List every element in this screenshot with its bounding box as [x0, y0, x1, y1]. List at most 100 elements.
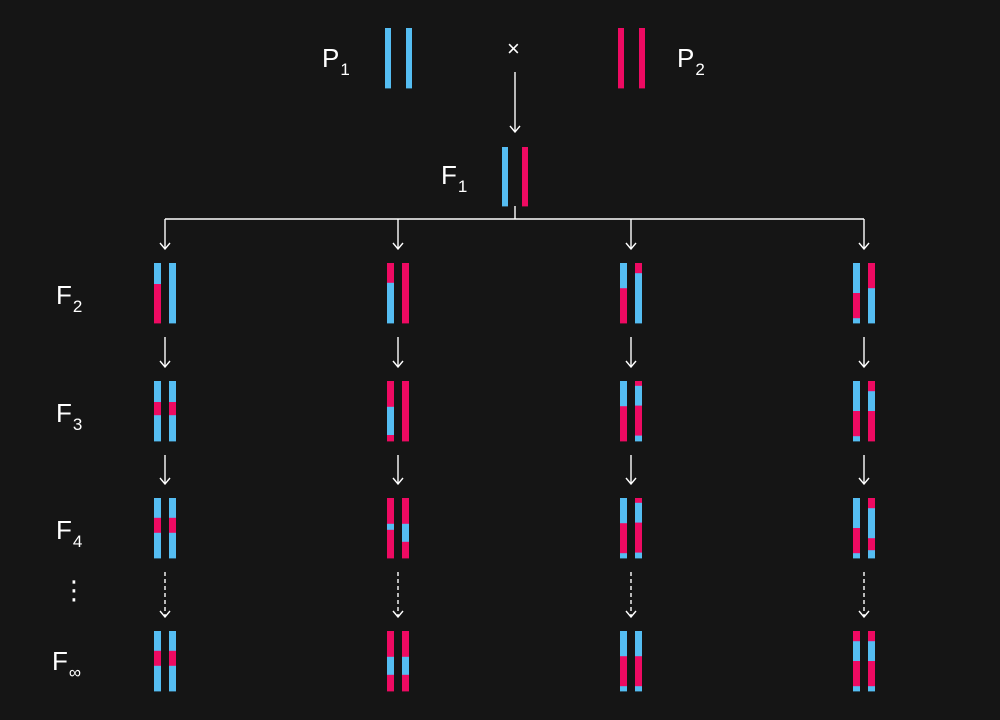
f4-col1-chromosome-left-seg-1	[154, 517, 161, 534]
finf-col3-chromosome-right-seg-1	[635, 656, 642, 687]
label-f4-sub: 4	[72, 532, 83, 551]
finf-col3-chromosome-right-seg-0	[635, 631, 642, 657]
finf-col2-chromosome-right-seg-0	[402, 631, 409, 658]
f3-col2-chromosome-right-seg-0	[402, 381, 409, 442]
label-p2-sub: 2	[695, 60, 705, 79]
finf-col4-chromosome-left-seg-2	[853, 661, 860, 687]
f3-col1-chromosome-left-seg-1	[154, 402, 161, 416]
cross-symbol: ×	[507, 36, 520, 61]
p1-chromosome-left-seg-0	[385, 28, 391, 89]
f2-col2-chromosome-left-seg-1	[387, 282, 394, 324]
f3-col2-chromosome-left-seg-0	[387, 381, 394, 408]
f1-chromosome-right-seg-0	[522, 147, 528, 207]
label-f3-sub: 3	[72, 415, 83, 434]
f4-col4-chromosome-right-seg-2	[868, 538, 875, 551]
f2-col3-chromosome-right-seg-0	[635, 263, 642, 274]
finf-col4-chromosome-left-seg-1	[853, 641, 860, 662]
finf-col1-chromosome-right-seg-2	[169, 665, 176, 692]
f3-col2-chromosome-left-seg-2	[387, 435, 394, 442]
label-f3: F3	[56, 398, 83, 434]
label-f2-sub: 2	[72, 297, 83, 316]
label-finf-sub: ∞	[68, 663, 82, 682]
f3-col4-chromosome-right-seg-1	[868, 391, 875, 412]
f4-col3-chromosome-right-seg-2	[635, 522, 642, 553]
finf-col1-chromosome-left-seg-0	[154, 631, 161, 652]
finf-col2-chromosome-left-seg-1	[387, 656, 394, 676]
f4-col4-chromosome-left-seg-2	[853, 553, 860, 559]
label-f1-sub: 1	[457, 177, 468, 196]
f2-col4-chromosome-left-seg-1	[853, 293, 860, 319]
f4-col4-chromosome-left-seg-1	[853, 528, 860, 554]
f4-col1-chromosome-left-seg-2	[154, 532, 161, 559]
f2-col4-chromosome-left-seg-0	[853, 263, 860, 294]
f2-col3-chromosome-left-seg-0	[620, 263, 627, 289]
label-f2: F2	[56, 280, 83, 316]
f2-col3-chromosome-right-seg-1	[635, 273, 642, 324]
finf-col1-chromosome-left-seg-1	[154, 650, 161, 667]
finf-col3-chromosome-left-seg-1	[620, 656, 627, 687]
f4-col3-chromosome-right-seg-3	[635, 552, 642, 559]
finf-col1-chromosome-left-seg-2	[154, 665, 161, 692]
f4-col4-chromosome-left-seg-0	[853, 498, 860, 529]
f4-col1-chromosome-right-seg-0	[169, 498, 176, 519]
f4-col3-chromosome-left-seg-0	[620, 498, 627, 524]
label-f1: F1	[441, 160, 468, 196]
f3-col1-chromosome-left-seg-2	[154, 415, 161, 442]
f4-col2-chromosome-right-seg-0	[402, 498, 409, 525]
finf-col3-chromosome-right-seg-2	[635, 686, 642, 692]
f2-col4-chromosome-right-seg-0	[868, 263, 875, 289]
label-p1-sub: 1	[340, 60, 350, 79]
label-finf: F∞	[52, 646, 82, 682]
p2-chromosome-right-seg-0	[639, 28, 645, 89]
f2-col2-chromosome-right-seg-0	[402, 263, 409, 324]
finf-col2-chromosome-right-seg-1	[402, 656, 409, 676]
p2-chromosome-left-seg-0	[618, 28, 624, 89]
f3-col4-chromosome-right-seg-0	[868, 381, 875, 392]
f3-col1-chromosome-right-seg-1	[169, 402, 176, 416]
f3-col4-chromosome-left-seg-0	[853, 381, 860, 412]
f4-col1-chromosome-left-seg-0	[154, 498, 161, 519]
ellipsis-dots: ⋮	[61, 576, 87, 606]
finf-col1-chromosome-right-seg-1	[169, 650, 176, 667]
f2-col4-chromosome-right-seg-1	[868, 288, 875, 324]
f3-col1-chromosome-left-seg-0	[154, 381, 161, 403]
f3-col3-chromosome-right-seg-1	[635, 385, 642, 406]
f3-col1-chromosome-right-seg-2	[169, 415, 176, 442]
f4-col2-chromosome-right-seg-1	[402, 523, 409, 543]
f4-col3-chromosome-left-seg-1	[620, 523, 627, 554]
f4-col3-chromosome-right-seg-1	[635, 502, 642, 523]
p1-chromosome-right-seg-0	[406, 28, 412, 89]
f3-col2-chromosome-left-seg-1	[387, 406, 394, 436]
f3-col1-chromosome-right-seg-0	[169, 381, 176, 403]
finf-col4-chromosome-right-seg-3	[868, 686, 875, 692]
f4-col3-chromosome-left-seg-2	[620, 553, 627, 559]
f2-col1-chromosome-right-seg-0	[169, 263, 176, 324]
f2-col1-chromosome-left-seg-0	[154, 263, 161, 285]
f3-col3-chromosome-right-seg-3	[635, 435, 642, 442]
f3-col4-chromosome-right-seg-2	[868, 411, 875, 442]
f4-col4-chromosome-right-seg-0	[868, 498, 875, 509]
f4-col3-chromosome-right-seg-0	[635, 498, 642, 504]
finf-col4-chromosome-left-seg-0	[853, 631, 860, 642]
label-p1: P1	[322, 43, 350, 79]
finf-col3-chromosome-left-seg-0	[620, 631, 627, 657]
f4-col2-chromosome-left-seg-1	[387, 523, 394, 531]
f1-chromosome-left-seg-0	[502, 147, 508, 207]
f3-col3-chromosome-left-seg-0	[620, 381, 627, 407]
f4-col4-chromosome-right-seg-1	[868, 508, 875, 539]
f2-col4-chromosome-left-seg-2	[853, 318, 860, 324]
finf-col2-chromosome-left-seg-2	[387, 674, 394, 692]
f4-col1-chromosome-right-seg-1	[169, 517, 176, 534]
f3-col3-chromosome-left-seg-1	[620, 406, 627, 442]
f4-col4-chromosome-right-seg-3	[868, 550, 875, 559]
finf-col1-chromosome-right-seg-0	[169, 631, 176, 652]
f3-col4-chromosome-left-seg-2	[853, 436, 860, 442]
f4-col2-chromosome-right-seg-2	[402, 541, 409, 559]
f2-col2-chromosome-left-seg-0	[387, 263, 394, 284]
finf-col4-chromosome-left-seg-3	[853, 686, 860, 692]
f3-col3-chromosome-right-seg-0	[635, 381, 642, 387]
f2-col3-chromosome-left-seg-1	[620, 288, 627, 324]
finf-col4-chromosome-right-seg-0	[868, 631, 875, 642]
